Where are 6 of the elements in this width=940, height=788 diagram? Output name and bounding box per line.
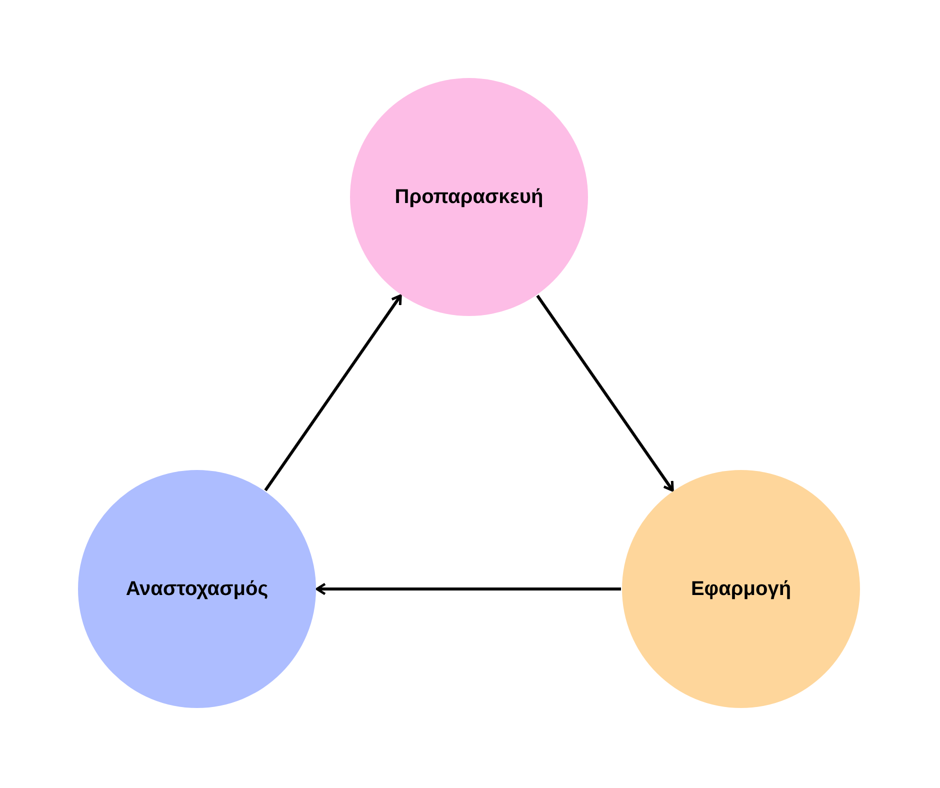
arrow — [536, 294, 674, 492]
arrow — [264, 294, 402, 492]
arrow — [316, 582, 621, 596]
node-label: Αναστοχασμός — [126, 577, 268, 602]
node-label: Εφαρμογή — [690, 577, 792, 602]
node-label: Προπαρασκευή — [394, 185, 544, 210]
